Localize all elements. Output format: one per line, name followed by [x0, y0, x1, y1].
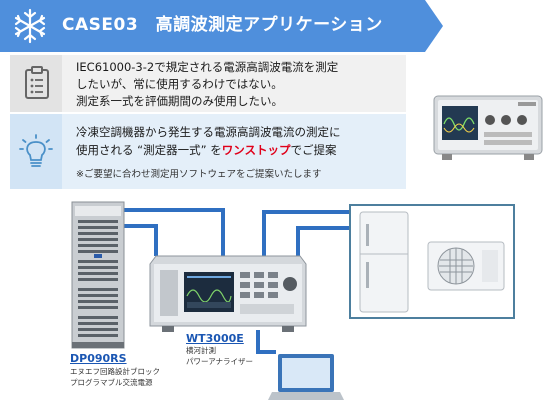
problem-line-2: したいが、常に使用するわけではない。 — [76, 77, 283, 91]
problem-icon-cell — [10, 55, 62, 112]
refrigerator-image — [358, 210, 410, 314]
dp090rs-name: DP090RS — [70, 352, 127, 365]
dp090rs-maker: エヌエフ回路設計ブロック — [70, 367, 160, 376]
connection-line — [262, 210, 352, 214]
air-conditioner-outdoor-unit-image — [426, 240, 506, 292]
dp090rs-desc: プログラマブル交流電源 — [70, 378, 153, 387]
problem-line-1: IEC61000-3-2で規定される電源高調波電流を測定 — [76, 60, 339, 74]
connection-line — [262, 210, 266, 256]
clipboard-icon — [22, 66, 52, 100]
analyzer-device-image — [432, 90, 544, 164]
solution-icon-cell — [10, 114, 62, 189]
solution-panel — [10, 114, 406, 189]
solution-line-2-prefix: 使用される “測定器一式” を — [76, 143, 222, 157]
software-note: ※ご要望に合わせ測定用ソフトウェアをご提案いたします — [76, 169, 322, 180]
dp090rs-device-image — [70, 200, 126, 350]
header-arrow — [425, 0, 443, 52]
laptop-image — [268, 352, 344, 402]
connection-line — [256, 330, 260, 352]
one-stop-emphasis: ワンストップ — [221, 143, 291, 157]
problem-line-3: 測定系一式を評価期間のみ使用したい。 — [76, 94, 283, 108]
connection-line — [221, 208, 225, 256]
connection-line — [256, 350, 276, 354]
solution-line-2: 使用される “測定器一式” をワンストップでご提案 — [76, 141, 337, 159]
wt3000e-desc: パワーアナライザー — [186, 357, 254, 366]
lightbulb-icon — [19, 134, 53, 170]
solution-line-1: 冷凍空調機器から発生する電源高調波電流の測定に — [76, 125, 341, 139]
connection-line — [123, 208, 223, 212]
wt3000e-device-image — [148, 252, 308, 334]
wt3000e-maker: 横河計測 — [186, 346, 216, 355]
solution-line-2-suffix: でご提案 — [290, 143, 337, 157]
problem-panel — [10, 55, 406, 112]
connection-line — [154, 224, 158, 256]
wt3000e-name: WT3000E — [186, 332, 244, 345]
connection-line — [296, 226, 300, 256]
page-title: CASE03 高調波測定アプリケーション — [62, 15, 383, 35]
connection-line — [123, 224, 155, 228]
snowflake-icon — [10, 6, 50, 46]
header-banner — [0, 0, 425, 52]
connection-line — [296, 226, 352, 230]
